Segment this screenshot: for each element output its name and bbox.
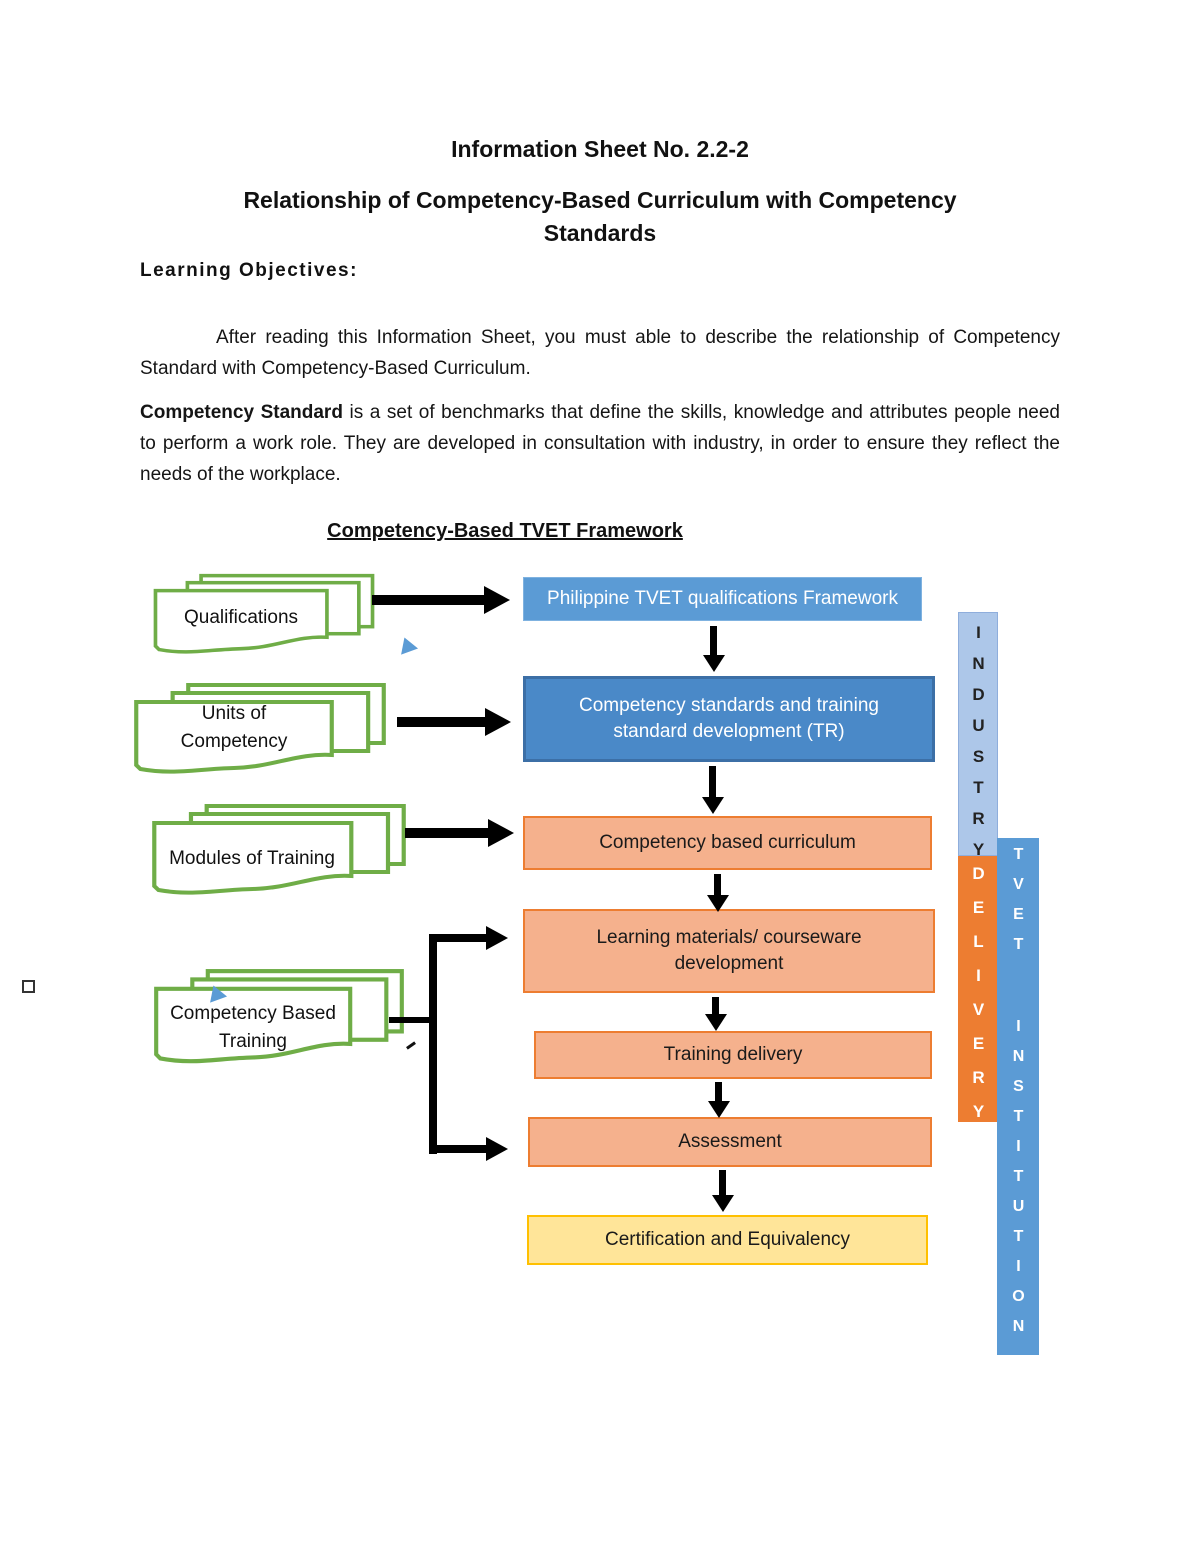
tvet-bar-word2-wrap: INSTITUTION (997, 1018, 1039, 1348)
industry-bar-label: INDUSTRY (969, 623, 988, 871)
tvet-bar-word2: INSTITUTION (1010, 1018, 1027, 1348)
stack-qualifications (150, 573, 378, 661)
diagram-heading: Competency-Based TVET Framework (327, 520, 683, 542)
branch-bottom-head-icon (486, 1137, 508, 1161)
page-subtitle: Relationship of Competency-Based Curricu… (243, 187, 957, 246)
stack-label-qualifications: Qualifications (183, 607, 299, 628)
stacked-papers-icon (154, 969, 404, 1064)
arrow-down-4-shaft (712, 997, 719, 1015)
branch-stack-connector (389, 1017, 433, 1023)
box-training-delivery: Training delivery (534, 1031, 932, 1079)
delivery-bar: DELIVERY (958, 856, 998, 1136)
square-bullet-icon (22, 980, 35, 993)
box-learning-materials-courseware: Learning materials/ courseware developme… (523, 909, 935, 993)
arrow-down-3-head-icon (707, 895, 729, 912)
tvet-institution-bar: TVET INSTITUTION (997, 838, 1039, 1355)
stack-modules-of-training (148, 803, 410, 903)
arrow-qualifications-shaft (372, 595, 484, 605)
box-certification-and-equivalency: Certification and Equivalency (527, 1215, 928, 1265)
box-assessment: Assessment (528, 1117, 932, 1167)
arrow-down-3-shaft (714, 874, 721, 896)
arrow-down-5-shaft (715, 1082, 722, 1102)
branch-bottom-shaft (432, 1145, 487, 1153)
arrow-down-1-head-icon (703, 655, 725, 672)
stack-units-of-competency (130, 682, 390, 782)
blue-pointer-icon (395, 634, 419, 655)
delivery-bar-label: DELIVERY (969, 864, 988, 1136)
stack-label-competency-based-training: Competency Based Training (170, 1003, 336, 1052)
arrow-down-4-head-icon (705, 1014, 727, 1031)
box-competency-based-curriculum: Competency based curriculum (523, 816, 932, 870)
arrow-units-shaft (397, 717, 485, 727)
arrow-down-6-shaft (719, 1170, 726, 1196)
industry-bar: INDUSTRY (958, 612, 998, 871)
intro-paragraph: After reading this Information Sheet, yo… (140, 322, 1060, 384)
arrow-modules-head-icon (488, 819, 514, 847)
competency-standard-paragraph: Competency Standard is a set of benchmar… (140, 397, 1060, 490)
arrow-down-2-head-icon (702, 797, 724, 814)
box-competency-standards-training: Competency standards and training standa… (523, 676, 935, 762)
learning-objectives-heading: Learning Objectives: (140, 260, 358, 281)
arrow-down-5-head-icon (708, 1101, 730, 1118)
intro-paragraph-text: After reading this Information Sheet, yo… (140, 327, 1060, 379)
competency-standard-term: Competency Standard (140, 402, 343, 423)
competency-standard-definition: is a set of benchmarks that define the s… (140, 402, 1060, 485)
arrow-down-1-shaft (710, 626, 717, 656)
stacked-papers-icon (134, 683, 386, 774)
arrow-down-6-head-icon (712, 1195, 734, 1212)
stacked-papers-icon (153, 573, 375, 654)
stack-label-units-of-competency: Units of Competency (180, 703, 288, 752)
stacked-papers-icon (152, 804, 406, 895)
page-title: Information Sheet No. 2.2-2 (451, 136, 749, 162)
arrow-down-2-shaft (709, 766, 716, 798)
arrow-qualifications-head-icon (484, 586, 510, 614)
branch-top-head-icon (486, 926, 508, 950)
stack-competency-based-training (150, 968, 408, 1072)
arrow-modules-shaft (405, 828, 488, 838)
tvet-bar-word1: TVET (1010, 846, 1027, 966)
box-philippine-tvet-qualifications-framework: Philippine TVET qualifications Framework (523, 577, 922, 621)
tvet-bar-word1-wrap: TVET (997, 846, 1039, 966)
branch-top-shaft (429, 934, 487, 942)
stack-label-modules-of-training: Modules of Training (169, 848, 335, 869)
branch-vertical-line (429, 934, 437, 1154)
arrow-units-head-icon (485, 708, 511, 736)
